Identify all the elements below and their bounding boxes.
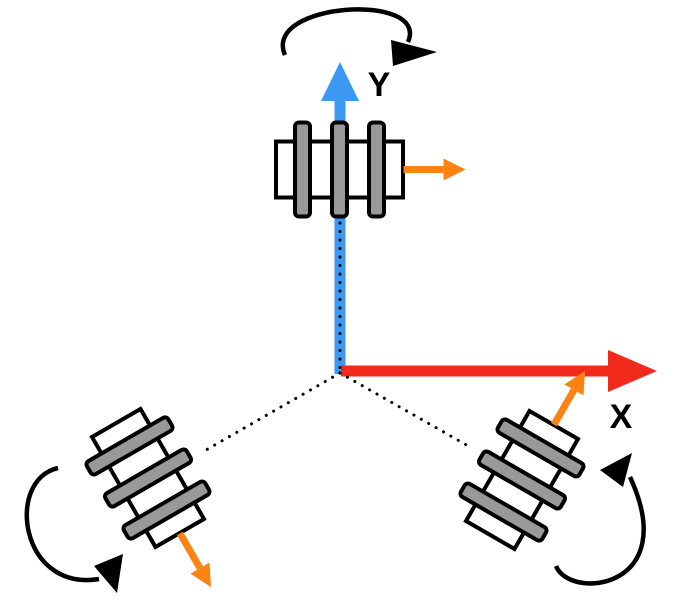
wheel-disc <box>495 417 586 479</box>
torque-arrow-shaft <box>550 388 578 427</box>
rotation-arc-y <box>280 7 413 56</box>
reaction-wheel-bottom-right <box>458 370 586 552</box>
dotted-line-left-wheel <box>204 371 342 452</box>
torque-arrowhead-icon <box>190 562 211 588</box>
torque-arrow-shaft <box>176 531 204 570</box>
reaction-wheel-top <box>274 120 466 219</box>
wheel-disc <box>477 449 567 511</box>
y-axis-label: Y <box>368 66 391 104</box>
x-axis-arrowhead-icon <box>608 350 657 392</box>
dotted-line-right-wheel <box>338 371 472 449</box>
rotation-arrowhead-bottom-right-icon <box>600 453 632 487</box>
wheel-disc <box>121 479 212 541</box>
wheel-disc <box>293 120 312 219</box>
rotation-arc-bottom-right <box>553 476 646 586</box>
wheel-disc <box>458 481 549 543</box>
x-axis-arrow <box>341 350 657 392</box>
rotation-arc-bottom-left <box>24 465 100 583</box>
y-axis-arrowhead-icon <box>321 62 359 101</box>
rotation-arrow-y <box>280 7 437 66</box>
wheel-disc <box>84 415 175 477</box>
wheel-disc <box>103 447 193 509</box>
rotation-arrowhead-bottom-left-icon <box>94 554 123 593</box>
torque-arrowhead-icon <box>564 370 585 396</box>
wheel-disc <box>330 120 349 219</box>
rotation-arrow-bottom-left <box>24 465 123 593</box>
rotation-arrow-bottom-right <box>553 453 646 586</box>
rotation-arrowhead-y-icon <box>391 40 437 66</box>
x-axis-label: X <box>610 398 633 436</box>
torque-arrowhead-icon <box>443 158 466 181</box>
wheel-disc <box>367 120 386 219</box>
reaction-wheel-bottom-left <box>84 406 212 588</box>
